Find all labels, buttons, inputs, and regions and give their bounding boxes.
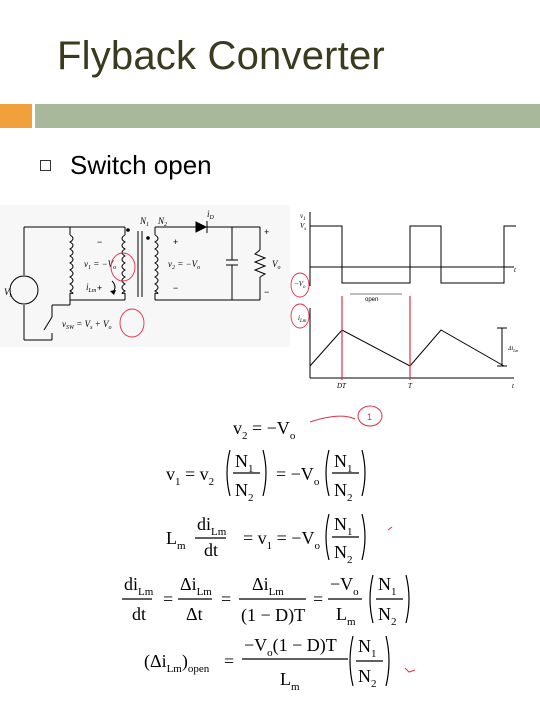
ilm-label: iLm (86, 282, 97, 294)
eq3-num: diLm (197, 514, 227, 538)
eq4-frac-num: N1 (378, 574, 397, 598)
ilm-axis-label: iLm (298, 314, 307, 324)
bullet-square-icon (40, 160, 51, 171)
eq3-frac-num: N1 (334, 514, 353, 538)
v1-axis-label: v1 (300, 212, 306, 222)
eq3-lm: Lm (166, 528, 186, 552)
eq4-frac-den: N2 (378, 604, 397, 628)
dot-secondary (146, 236, 150, 240)
t-axis-label: t (514, 266, 517, 274)
vo-label: Vo (272, 259, 281, 271)
eq5-frac-den: N2 (358, 666, 377, 690)
minus-sign-out: − (264, 287, 269, 297)
eq3-frac-den: N2 (334, 542, 353, 566)
eq2-mid: = −Vo (276, 464, 320, 488)
dot-primary (126, 228, 130, 232)
circuit-background (0, 205, 290, 347)
plus-sign-out: + (264, 227, 269, 237)
accent-bar-green (35, 104, 540, 128)
v1-label: v1 = −Vo (84, 259, 116, 271)
eq5-lhs: (ΔiLm)open (144, 651, 210, 675)
eq4-b-num: ΔiLm (180, 574, 212, 598)
eq5-eq: = (224, 651, 234, 671)
annotation-1: 1 (367, 412, 372, 422)
waveform-plot: v1 Vs −Vo t open iLm ΔiLm DT T t (290, 208, 530, 393)
eq4-a-den: dt (132, 604, 146, 624)
minus-sign: − (173, 283, 178, 293)
accent-bar-orange (0, 104, 32, 128)
open-label: open (365, 297, 378, 303)
eq2-frac2-num: N1 (334, 451, 353, 475)
dt-tick-label: DT (336, 382, 347, 390)
waveform-background (292, 208, 530, 393)
flyback-circuit-diagram: N1 N2 iD v1 = −Vo v2 = −Vo Vs Vo iLm vSW… (0, 205, 290, 347)
t-tick-label: T (408, 382, 413, 390)
eq2-frac2-den: N2 (334, 480, 353, 504)
eq4-eq2: = (221, 589, 231, 609)
eq5-den: Lm (280, 669, 300, 693)
minus-sign-pri: − (97, 237, 102, 247)
plus-sign-pri: + (97, 283, 102, 293)
eq2-lhs: v1 = v2 (166, 464, 214, 488)
n2-label: N2 (157, 216, 167, 228)
slide-title: Flyback Converter (57, 34, 385, 78)
eq4-d-den: Lm (336, 604, 356, 628)
n1-label: N1 (139, 216, 149, 228)
equations-block: v2 = −Vo v1 = v2 N1 N2 = −Vo N1 N2 Lm di… (122, 405, 416, 693)
eq4-c-den: (1 − D)T (241, 605, 305, 626)
eq4-c-num: ΔiLm (252, 574, 284, 598)
eq1: v2 = −Vo (233, 418, 296, 442)
t2-tick-label: t (512, 382, 515, 390)
eq5-frac-num: N1 (358, 636, 377, 660)
neg-vo-axis-label: −Vo (294, 280, 306, 290)
eq4-b-den: Δt (186, 604, 203, 624)
eq3-den: dt (204, 540, 218, 560)
eq4-eq1: = (163, 589, 173, 609)
delta-ilm-label: ΔiLm (507, 346, 518, 353)
eq4-eq3: = (313, 589, 323, 609)
eq3-mid: = v1 = −Vo (243, 528, 320, 552)
eq2-frac-num: N1 (235, 451, 254, 475)
v2-label: v2 = −Vo (168, 259, 200, 271)
vsw-label: vSW = Vs + Vo (62, 319, 112, 331)
vs-axis-label: Vs (300, 222, 306, 232)
eq4-d-num: −Vo (330, 574, 359, 598)
eq2-frac-den: N2 (235, 480, 254, 504)
plus-sign: + (173, 237, 178, 247)
eq4-a-num: diLm (124, 574, 154, 598)
id-label: iD (207, 209, 215, 221)
bullet-text: Switch open (70, 150, 212, 180)
vs-label: Vs (4, 287, 13, 299)
eq5-num: −Vo(1 − D)T (244, 635, 337, 659)
